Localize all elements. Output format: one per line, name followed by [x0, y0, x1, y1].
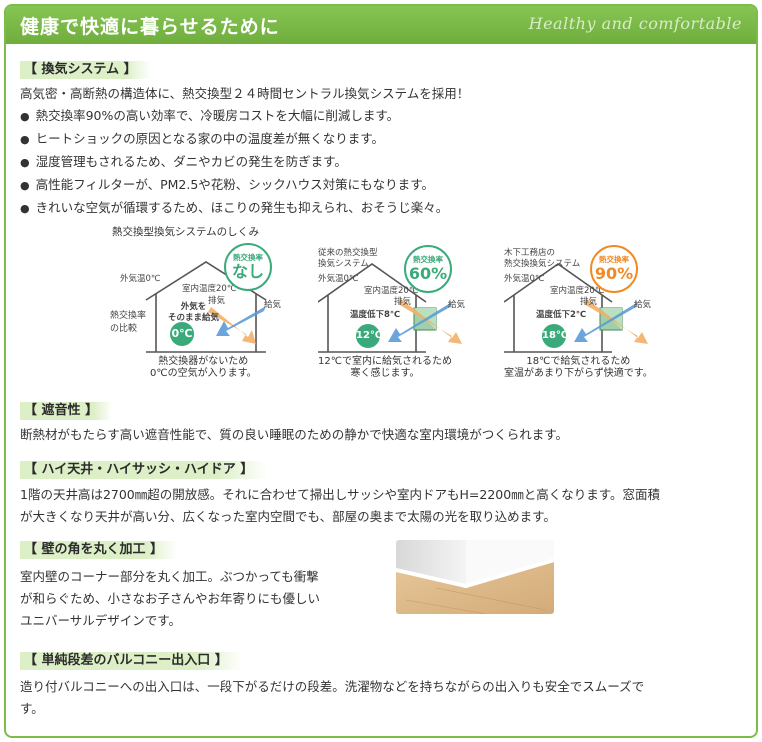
room-temp-label: 室内温度20℃ [364, 286, 419, 296]
outside-temp-label: 外気温0℃ [504, 274, 545, 284]
exhaust-label: 排気 [394, 297, 412, 307]
exhaust-label: 排気 [208, 296, 226, 306]
house-illustration [504, 263, 648, 353]
balcony-text-line: す。 [20, 701, 44, 716]
page-subtitle: Healthy and comfortable [528, 14, 742, 33]
exchange-rate-badge: 熱交換率 60% [404, 245, 452, 293]
inner-temp-badge: 18℃ [542, 324, 568, 348]
comparison-panel-conventional: 従来の熱交換型 換気システム 外気温0℃ 室内温度20℃ 排気 給気 温度低下8… [318, 240, 518, 400]
high-text-line: が大きくなり天井が高い分、広くなった室内空間でも、部屋の奥まで太陽の光を取り込め… [20, 509, 556, 524]
comparison-panel-none: 外気温0℃ 室内温度20℃ 排気 給気 外気を そのまま給気 0℃ 熱交換率 な… [116, 240, 316, 400]
section-heading-soundproof: 【 遮音性 】 [20, 402, 113, 420]
list-item: ヒートショックの原因となる家の中の温度差が無くなります。 [20, 128, 448, 151]
exchange-rate-label: 熱交換率 [599, 255, 629, 264]
supply-label: 給気 [448, 300, 466, 310]
corner-text-line: 室内壁のコーナー部分を丸く加工。ぶつかっても衝撃 [20, 569, 319, 584]
inner-note: 温度低下2℃ [536, 310, 587, 320]
exchange-rate-badge: 熱交換率 90% [590, 245, 638, 293]
header-bar: 健康で快適に暮らせるために Healthy and comfortable [6, 6, 756, 44]
panel-caption: 熱交換器がないため 0℃の空気が入ります。 [150, 356, 257, 379]
diagram-side-label: 熱交換率 の比較 [110, 311, 147, 334]
outside-temp-label: 外気温0℃ [318, 274, 359, 284]
inner-temp-badge: 0℃ [170, 322, 194, 346]
section-heading-high: 【 ハイ天井・ハイサッシ・ハイドア 】 [20, 461, 268, 479]
house-illustration [318, 263, 462, 353]
inner-note: 温度低下8℃ [350, 310, 401, 320]
panel-caption: 12℃で室内に給気されるため 寒く感じます。 [318, 356, 452, 379]
list-item: 高性能フィルターが、PM2.5や花粉、シックハウス対策にもなります。 [20, 174, 448, 197]
room-temp-label: 室内温度20℃ [550, 286, 605, 296]
list-item: 熱交換率90%の高い効率で、冷暖房コストを大幅に削減します。 [20, 105, 448, 128]
inner-temp-badge: 12℃ [356, 324, 382, 348]
ventilation-intro: 高気密・高断熱の構造体に、熱交換型２４時間セントラル換気システムを採用！ [20, 86, 470, 101]
outside-temp-label: 外気温0℃ [120, 274, 161, 284]
section-heading-balcony: 【 単純段差のバルコニー出入口 】 [20, 652, 242, 670]
comparison-panel-kinoshita: 木下工務店の 熱交換換気システム 外気温0℃ 室内温度20℃ 排気 給気 温度低… [504, 240, 704, 400]
supply-label: 給気 [264, 300, 282, 310]
soundproof-text: 断熱材がもたらす高い遮音性能で、質の良い睡眠のための静かで快適な室内環境がつくら… [20, 427, 569, 442]
section-heading-corner: 【 壁の角を丸く加工 】 [20, 541, 178, 559]
system-name-label: 木下工務店の 熱交換換気システム [504, 248, 581, 269]
exchange-rate-label: 熱交換率 [233, 253, 263, 262]
exchange-rate-label: 熱交換率 [413, 255, 443, 264]
house-illustration [145, 261, 267, 353]
exchange-rate-value: 60% [408, 264, 448, 283]
diagram-title: 熱交換型換気システムのしくみ [112, 226, 260, 238]
rounded-corner-photo [396, 540, 554, 614]
balcony-text-line: 造り付バルコニーへの出入口は、一段下がるだけの段差。洗濯物などを持ちながらの出入… [20, 679, 645, 694]
room-temp-label: 室内温度20℃ [182, 284, 237, 294]
corner-text-line: が和らぐため、小さなお子さんやお年寄りにも優しい [20, 591, 321, 606]
exhaust-label: 排気 [580, 297, 598, 307]
ventilation-bullet-list: 熱交換率90%の高い効率で、冷暖房コストを大幅に削減します。 ヒートショックの原… [20, 105, 449, 220]
system-name-label: 従来の熱交換型 換気システム [318, 248, 378, 269]
panel-caption: 18℃で給気されるため 室温があまり下がらず快適です。 [504, 356, 653, 379]
exchange-rate-value: 90% [594, 264, 634, 283]
corner-text-line: ユニバーサルデザインです。 [20, 613, 182, 628]
exchange-rate-badge: 熱交換率 なし [224, 243, 272, 291]
rounded-corner-image [396, 540, 554, 614]
section-heading-ventilation: 【 換気システム 】 [20, 61, 151, 79]
supply-label: 給気 [634, 300, 652, 310]
page-title: 健康で快適に暮らせるために [20, 16, 280, 38]
list-item: きれいな空気が循環するため、ほこりの発生も抑えられ、おそうじ楽々。 [20, 197, 449, 220]
exchange-rate-value: なし [231, 262, 264, 281]
list-item: 湿度管理もされるため、ダニやカビの発生を防ぎます。 [20, 151, 448, 174]
inner-note: 外気を そのまま給気 [168, 302, 220, 323]
high-text-line: 1階の天井高は2700㎜超の開放感。それに合わせて掃出しサッシや室内ドアもH=2… [20, 487, 660, 502]
